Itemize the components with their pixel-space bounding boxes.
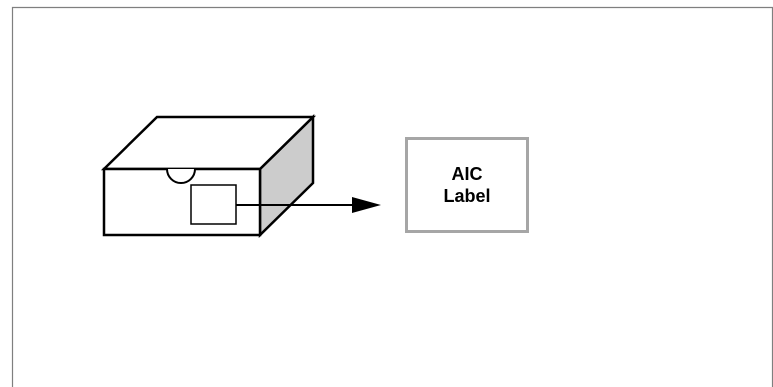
arrow-head-icon bbox=[352, 197, 381, 213]
box-label-patch bbox=[190, 184, 237, 225]
aic-label-line-2: Label bbox=[443, 186, 491, 206]
aic-label-line-1: AIC bbox=[451, 164, 483, 184]
aic-label-box: AIC Label bbox=[405, 137, 529, 233]
box-lens-icon bbox=[166, 168, 196, 184]
